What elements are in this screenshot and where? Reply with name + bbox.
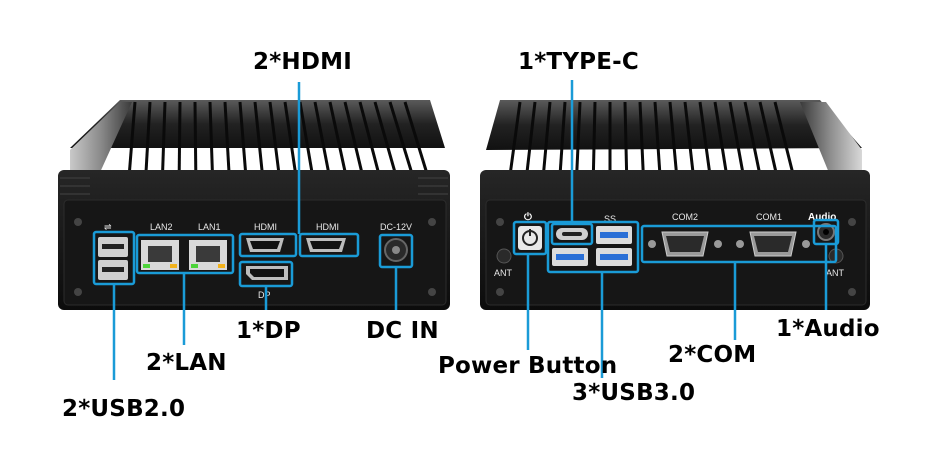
dp-label: DP [258, 290, 271, 300]
dcin-callout: DC IN [366, 318, 439, 344]
typec-callout: 1*TYPE-C [518, 49, 639, 75]
audio-callout: 1*Audio [776, 316, 880, 342]
com-ports [648, 231, 810, 257]
hdmi-b-label: HDMI [316, 222, 339, 232]
lan-ports [141, 240, 227, 270]
power-button-graphic [518, 226, 542, 250]
superspeed-usb-icon: SS [604, 214, 616, 224]
lan2-label: LAN2 [150, 222, 173, 232]
dp-port [246, 266, 288, 280]
usb3-ports [552, 226, 632, 266]
right-panel-labels: ⏻ SS COM2 COM1 Audio ANT ANT [494, 211, 845, 278]
usb2-ports [98, 237, 128, 280]
left-panel-labels: ⇌ LAN2 LAN1 HDMI HDMI DC-12V DP [104, 222, 412, 300]
right-callout-lines [512, 80, 840, 378]
ant-right-label: ANT [826, 268, 845, 278]
hdmi-ports [246, 238, 346, 252]
usb20-callout: 2*USB2.0 [62, 396, 186, 422]
dp-callout: 1*DP [236, 318, 301, 344]
right-device [480, 100, 870, 310]
lan1-label: LAN1 [198, 222, 221, 232]
com-callout: 2*COM [668, 342, 757, 368]
left-device [58, 100, 450, 310]
lan-callout: 2*LAN [146, 350, 227, 376]
power-icon: ⏻ [524, 211, 532, 223]
usb30-callout: 3*USB3.0 [572, 380, 696, 406]
hdmi-callout: 2*HDMI [253, 49, 353, 75]
dc-label: DC-12V [380, 222, 412, 232]
left-callout-lines [92, 82, 414, 380]
dc-jack [384, 238, 408, 262]
com1-label: COM1 [756, 212, 782, 222]
ant-left-label: ANT [494, 268, 513, 278]
power-button-callout: Power Button [438, 353, 618, 379]
hdmi-a-label: HDMI [254, 222, 277, 232]
com2-label: COM2 [672, 212, 698, 222]
audio-label: Audio [808, 212, 836, 223]
usb-icon: ⇌ [104, 222, 112, 232]
